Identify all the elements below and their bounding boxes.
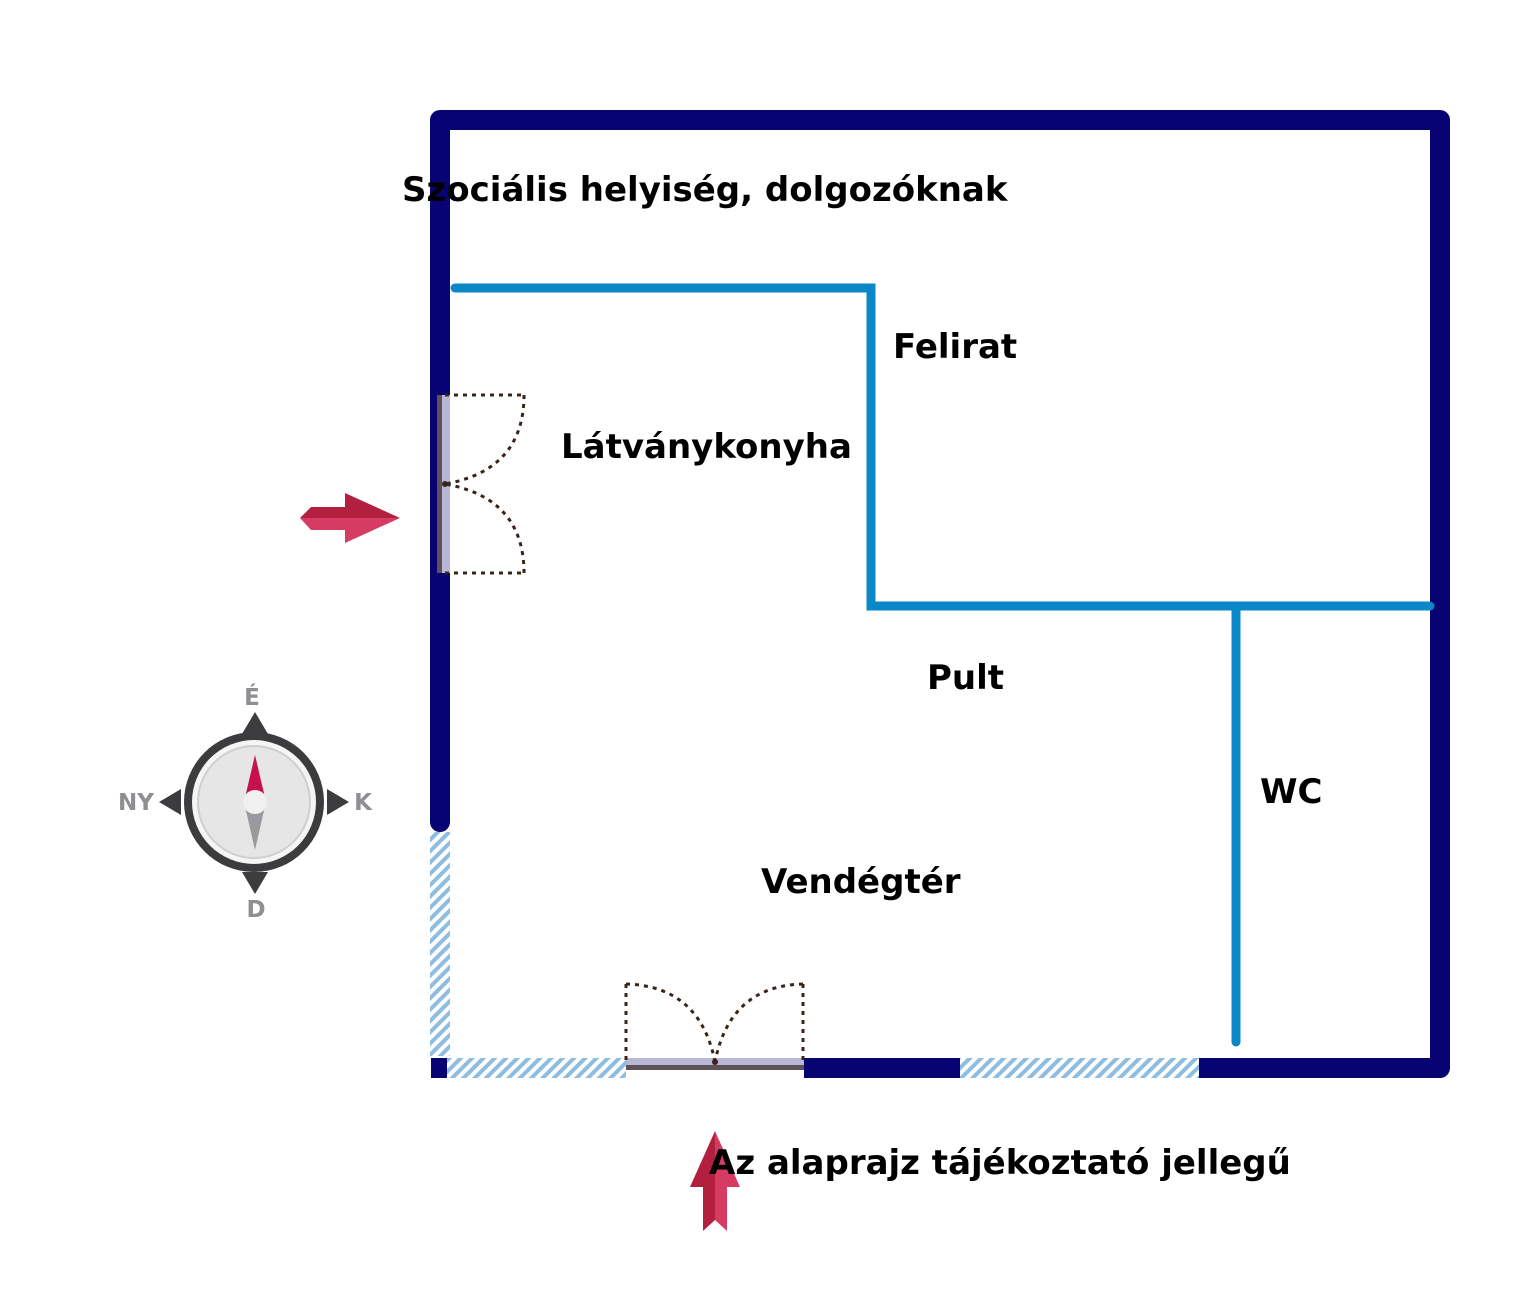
disclaimer-note: Az alaprajz tájékoztató jellegű — [709, 1143, 1291, 1183]
compass-needle-north — [244, 755, 266, 802]
entrance-arrow-left-icon — [300, 493, 400, 543]
compass-north-label: É — [244, 683, 260, 711]
windows — [430, 832, 1199, 1078]
window-left-wall — [430, 832, 450, 1056]
room-label-wc: WC — [1260, 772, 1322, 812]
compass-east-label: K — [354, 790, 373, 816]
compass-west-label: NY — [118, 790, 154, 816]
room-label-guest: Vendégtér — [761, 862, 961, 902]
window-bottom-left — [447, 1058, 626, 1078]
room-label-counter: Pult — [927, 658, 1004, 698]
left-entrance-door — [437, 393, 526, 575]
room-label-social: Szociális helyiség, dolgozóknak — [402, 170, 1009, 210]
compass-needle-south — [244, 802, 266, 850]
entrance-arrow-bottom-icon — [690, 1131, 740, 1231]
bottom-entrance-door — [624, 982, 805, 1070]
room-label-kitchen: Látványkonyha — [561, 427, 852, 467]
compass-icon: É D K NY — [118, 683, 373, 923]
room-label-sign: Felirat — [893, 327, 1017, 367]
window-bottom-right — [960, 1058, 1199, 1078]
interior-walls — [450, 283, 1435, 1047]
compass-south-label: D — [246, 897, 265, 923]
interior-wall-social-kitchen — [450, 283, 1435, 611]
outer-walls — [430, 110, 1450, 1078]
outer-wall-main — [430, 110, 1450, 1078]
